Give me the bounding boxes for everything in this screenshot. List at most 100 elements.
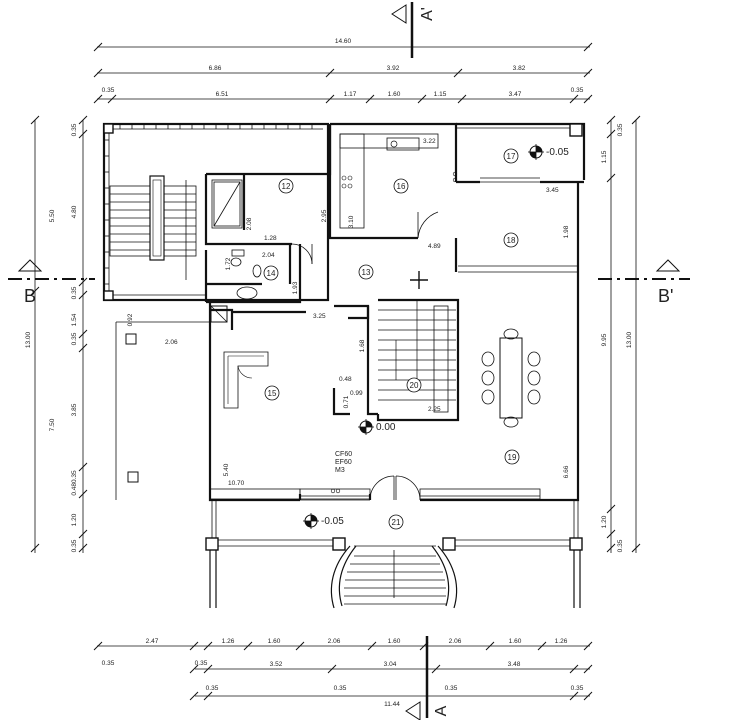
room-tag-16: 16 <box>393 178 409 194</box>
svg-text:1.28: 1.28 <box>264 235 277 242</box>
dim-left-7: 0.480.35 <box>71 470 78 496</box>
svg-text:3.45: 3.45 <box>546 187 559 194</box>
svg-text:2.25: 2.25 <box>428 406 441 413</box>
bottom-dimensions <box>93 641 593 701</box>
dim-bottom-row3-2: 0.35 <box>334 685 347 692</box>
dim-top-1: 6.86 <box>209 65 222 72</box>
dim-bottom-row2-1: 0.35 <box>102 660 115 667</box>
dim-top-2: 3.92 <box>387 65 400 72</box>
dim-top-3: 3.82 <box>513 65 526 72</box>
dim-top-row2-3: 1.17 <box>344 91 357 98</box>
section-b-prime-label: B' <box>658 286 673 306</box>
dim-right-5: 0.35 <box>617 539 624 552</box>
dim-bottom-7: 1.60 <box>509 638 522 645</box>
dim-top-total: 14.60 <box>335 38 352 45</box>
svg-text:19: 19 <box>508 453 517 462</box>
svg-text:20: 20 <box>410 381 419 390</box>
svg-text:3.10: 3.10 <box>348 215 355 228</box>
dim-bottom-row2-2: 0.35 <box>195 660 208 667</box>
svg-text:18: 18 <box>507 236 516 245</box>
svg-text:0.99: 0.99 <box>350 390 363 397</box>
svg-text:6.66: 6.66 <box>563 465 570 478</box>
dim-bottom-row2-4: 3.04 <box>384 661 397 668</box>
section-b-label: B <box>24 286 36 306</box>
window-note: CF60 EF60 M3 <box>335 451 352 474</box>
section-mark-b-left: B <box>8 259 95 306</box>
svg-text:3.22: 3.22 <box>423 138 436 145</box>
dim-top-row2-1: 0.35 <box>102 87 115 94</box>
dim-bottom-6: 2.06 <box>449 638 462 645</box>
dim-left-6: 3.85 <box>71 403 78 416</box>
dim-left-3: 0.35 <box>71 286 78 299</box>
svg-text:2.95: 2.95 <box>321 209 328 222</box>
front-terrace <box>205 500 583 609</box>
svg-text:0.48: 0.48 <box>339 376 352 383</box>
right-dimensions <box>606 115 641 553</box>
svg-text:4.89: 4.89 <box>428 243 441 250</box>
section-a-prime-top-label: A' <box>419 7 436 21</box>
building-walls <box>115 122 586 502</box>
dim-bottom-1: 2.47 <box>146 638 159 645</box>
inner-dimensions: 3.22 3.45 1.98 4.89 2.08 1.28 2.95 3.10 … <box>127 138 570 487</box>
dining-table <box>481 328 541 428</box>
dim-left-outer-1: 5.50 <box>49 209 56 222</box>
dim-bottom-3: 1.60 <box>268 638 281 645</box>
svg-text:17: 17 <box>507 152 516 161</box>
balcony-stair-block <box>102 122 330 302</box>
dim-bottom-row3-3: 0.35 <box>445 685 458 692</box>
dim-bottom-8: 1.26 <box>555 638 568 645</box>
dim-top-row2-4: 1.60 <box>388 91 401 98</box>
left-dimensions <box>30 115 88 553</box>
dim-left-9: 0.35 <box>71 539 78 552</box>
svg-text:0.92: 0.92 <box>127 313 134 326</box>
dim-bottom-row2-5: 3.48 <box>508 661 521 668</box>
dim-left-1: 0.35 <box>71 123 78 136</box>
svg-text:1.68: 1.68 <box>359 339 366 352</box>
dim-left-2: 4.80 <box>71 205 78 218</box>
dim-right-1: 0.35 <box>617 123 624 136</box>
svg-text:CF60: CF60 <box>335 451 352 458</box>
dim-left-5: 0.35 <box>71 332 78 345</box>
dim-top-row2-2: 6.51 <box>216 91 229 98</box>
dim-top-row2-6: 3.47 <box>509 91 522 98</box>
level-21-label: -0.05 <box>321 516 344 527</box>
room-tag-13: 13 <box>358 264 374 280</box>
svg-text:1.72: 1.72 <box>225 257 232 270</box>
room-tag-20: 20 <box>406 377 422 393</box>
room-tag-19: 19 <box>504 449 520 465</box>
dim-left-4: 1.54 <box>71 313 78 326</box>
svg-text:10.70: 10.70 <box>228 480 245 487</box>
room-tag-15: 15 <box>264 385 280 401</box>
dim-right-4: 1.20 <box>601 515 608 528</box>
dim-top-row2-7: 0.35 <box>571 87 584 94</box>
dim-bottom-row3-1: 0.35 <box>206 685 219 692</box>
room-tag-21: 21 <box>388 514 404 530</box>
svg-text:2.06: 2.06 <box>165 339 178 346</box>
dim-right-3: 9.95 <box>601 333 608 346</box>
svg-text:1.98: 1.98 <box>563 225 570 238</box>
level-marker-center: 0.00 <box>358 419 396 435</box>
level-marker-17: -0.05 <box>528 144 569 160</box>
svg-text:13: 13 <box>362 268 371 277</box>
svg-text:21: 21 <box>392 518 401 527</box>
section-a-bottom-label: A <box>433 705 450 716</box>
svg-text:5.40: 5.40 <box>223 463 230 476</box>
svg-text:15: 15 <box>268 389 277 398</box>
dim-bottom-row2-3: 3.52 <box>270 661 283 668</box>
svg-text:12: 12 <box>282 182 291 191</box>
dim-left-outer-3: 7.50 <box>49 418 56 431</box>
svg-text:2.08: 2.08 <box>246 217 253 230</box>
svg-text:1.93: 1.93 <box>292 281 299 294</box>
dim-bottom-total: 11.44 <box>384 701 400 708</box>
top-dimensions <box>93 42 593 104</box>
svg-text:M3: M3 <box>335 467 345 474</box>
svg-text:3.25: 3.25 <box>313 313 326 320</box>
svg-text:2.04: 2.04 <box>262 252 275 259</box>
dim-bottom-5: 1.60 <box>388 638 401 645</box>
svg-text:16: 16 <box>397 182 406 191</box>
section-mark-b-right: B' <box>598 259 690 306</box>
level-marker-21: -0.05 <box>303 513 344 529</box>
room-tag-17: 17 <box>503 148 519 164</box>
room-tag-14: 14 <box>263 265 279 281</box>
